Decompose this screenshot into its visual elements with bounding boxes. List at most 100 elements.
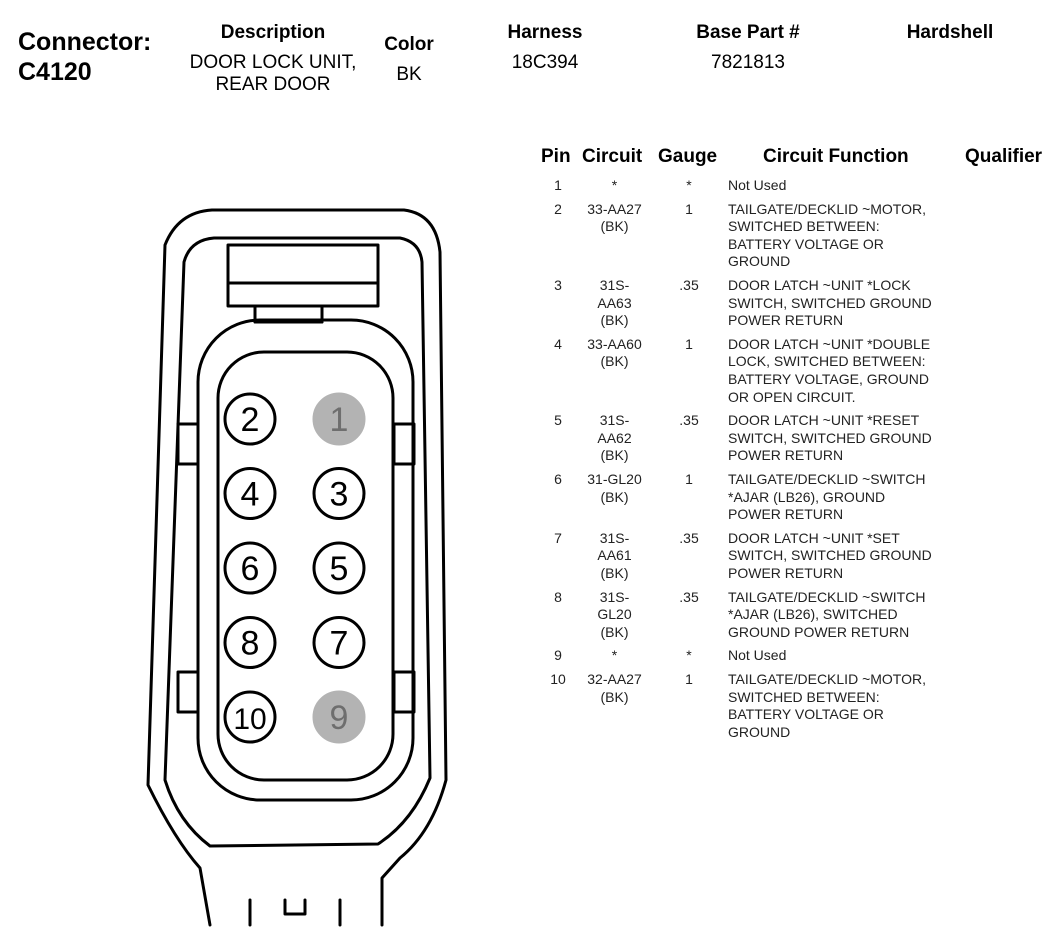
description-line-2: REAR DOOR: [215, 74, 331, 95]
connector-pin-10: 10: [223, 690, 277, 744]
connector-pin-1: 1: [312, 392, 366, 446]
connector-pin-7: 7: [312, 616, 366, 669]
table-row: 1**Not Used: [537, 177, 1057, 195]
pin-cell: 9: [554, 647, 562, 664]
connector-housing: [146, 208, 448, 927]
latch-body: [226, 243, 380, 285]
circuit-function-cell: DOOR LATCH ~UNIT *LOCK SWITCH, SWITCHED …: [728, 277, 932, 329]
circuit-function-cell: TAILGATE/DECKLID ~MOTOR, SWITCHED BETWEE…: [728, 671, 926, 740]
gauge-cell: .35: [679, 412, 699, 429]
pin-circle: [223, 616, 277, 669]
circuit-cell: 32-AA27 (BK): [587, 671, 642, 705]
left-tab-upper: [176, 422, 200, 466]
description-line-1: DOOR LOCK UNIT,: [189, 52, 357, 73]
gauge-cell: .35: [679, 277, 699, 293]
hardshell-label: Hardshell: [906, 22, 994, 43]
pin-cell: 2: [554, 200, 562, 217]
pin-number-label: 2: [241, 401, 260, 439]
connector-pin-8: 8: [223, 616, 277, 669]
circuit-function-cell: DOOR LATCH ~UNIT *SET SWITCH, SWITCHED G…: [728, 529, 932, 581]
circuit-function-cell: TAILGATE/DECKLID ~MOTOR, SWITCHED BETWEE…: [728, 200, 926, 270]
right-tab-upper: [392, 422, 416, 466]
pin-circle: [223, 690, 277, 744]
gauge-cell: .35: [679, 529, 699, 546]
pin-cavity-inner: [216, 350, 395, 782]
pin-number-label: 7: [330, 625, 349, 663]
description-label: Description: [220, 22, 326, 43]
column-header-gauge: Gauge: [658, 146, 718, 167]
latch-slot: [226, 281, 380, 308]
circuit-cell: *: [611, 177, 618, 193]
circuit-function-cell: DOOR LATCH ~UNIT *DOUBLE LOCK, SWITCHED …: [728, 335, 931, 405]
connector-pin-3: 3: [312, 467, 366, 520]
pin-circle: [223, 541, 277, 595]
housing-bottom-legs: [248, 898, 342, 927]
connector-label: Connector:: [18, 28, 152, 56]
connector-pin-2: 2: [223, 392, 277, 446]
circuit-function-cell: TAILGATE/DECKLID ~SWITCH *AJAR (LB26), S…: [728, 588, 926, 640]
base-part-value: 7821813: [711, 52, 785, 73]
pin-number-label: 4: [241, 476, 260, 514]
circuit-function-cell: Not Used: [728, 647, 787, 664]
pin-number-label: 5: [330, 550, 349, 588]
gauge-cell: 1: [685, 471, 693, 487]
pin-circle: [312, 541, 366, 595]
housing-inner-outline: [163, 236, 432, 848]
pin-cell: 6: [554, 471, 562, 487]
column-header-circuit-function: Circuit Function: [763, 146, 909, 167]
color-label: Color: [384, 34, 434, 55]
pin-cavity-outer: [196, 318, 415, 802]
circuit-cell: *: [611, 647, 618, 664]
pin-number-label: 8: [241, 625, 260, 663]
harness-label: Harness: [507, 22, 583, 43]
gauge-cell: 1: [685, 335, 693, 352]
pin-circle: [312, 690, 366, 744]
connector-pin-4: 4: [223, 467, 277, 520]
pin-cell: 5: [554, 412, 562, 429]
connector-pin-6: 6: [223, 541, 277, 595]
color-value: BK: [396, 64, 422, 85]
right-tab-lower: [392, 670, 416, 714]
table-row: 9**Not Used: [537, 647, 1057, 665]
pin-circle: [312, 467, 366, 520]
pin-number-label: 3: [330, 476, 349, 514]
pin-cell: 8: [554, 588, 562, 605]
table-row: 5 31S- AA62 (BK) .35 DOOR LATCH ~UNIT *RESE…: [537, 412, 1057, 465]
circuit-function-cell: DOOR LATCH ~UNIT *RESET SWITCH, SWITCHED…: [728, 412, 932, 464]
pin-cell: 1: [554, 177, 562, 193]
pin-number-label: 10: [233, 703, 266, 736]
connector-face-diagram: 2 1 4 3 6 5 8 7 10 9: [146, 208, 448, 927]
gauge-cell: 1: [685, 671, 693, 687]
circuit-cell: 33-AA27 (BK): [587, 200, 642, 235]
pin-cell: 3: [554, 277, 562, 293]
table-row: 2 33-AA27 (BK) 1 TAILGATE/DECKLID ~MOTOR, S…: [537, 201, 1057, 271]
column-header-circuit: Circuit: [582, 146, 643, 167]
gauge-cell: 1: [685, 200, 693, 217]
housing-outer-outline: [146, 208, 448, 927]
description-value: DOOR LOCK UNIT, REAR DOOR: [170, 52, 376, 96]
gauge-cell: .35: [679, 588, 699, 605]
circuit-cell: 31S- AA63 (BK): [597, 277, 632, 329]
pin-cell: 10: [550, 671, 566, 687]
connector-pin-5: 5: [312, 541, 366, 595]
pin-cell: 7: [554, 529, 562, 546]
gauge-cell: *: [686, 177, 692, 193]
circuit-cell: 31S- AA62 (BK): [597, 412, 632, 464]
pin-cell: 4: [554, 335, 562, 352]
pin-number-label: 9: [330, 699, 349, 737]
pin-circle: [312, 616, 366, 669]
pin-circle: [312, 392, 366, 446]
table-row: 8 31S- GL20 (BK) .35 TAILGATE/DECKLID ~SWIT…: [537, 589, 1057, 642]
pin-circle: [223, 467, 277, 520]
pin-group: 2 1 4 3 6 5 8 7 10 9: [223, 392, 366, 744]
circuit-function-cell: TAILGATE/DECKLID ~SWITCH *AJAR (LB26), G…: [728, 471, 926, 523]
circuit-cell: 31S- AA61 (BK): [597, 529, 632, 581]
harness-value: 18C394: [511, 52, 579, 73]
pin-number-label: 6: [241, 550, 260, 588]
pin-circle: [223, 392, 277, 446]
circuit-cell: 31-GL20 (BK): [587, 471, 642, 505]
circuit-cell: 31S- GL20 (BK): [597, 588, 632, 640]
connector-id: C4120: [18, 58, 92, 86]
column-header-pin: Pin: [541, 146, 571, 167]
